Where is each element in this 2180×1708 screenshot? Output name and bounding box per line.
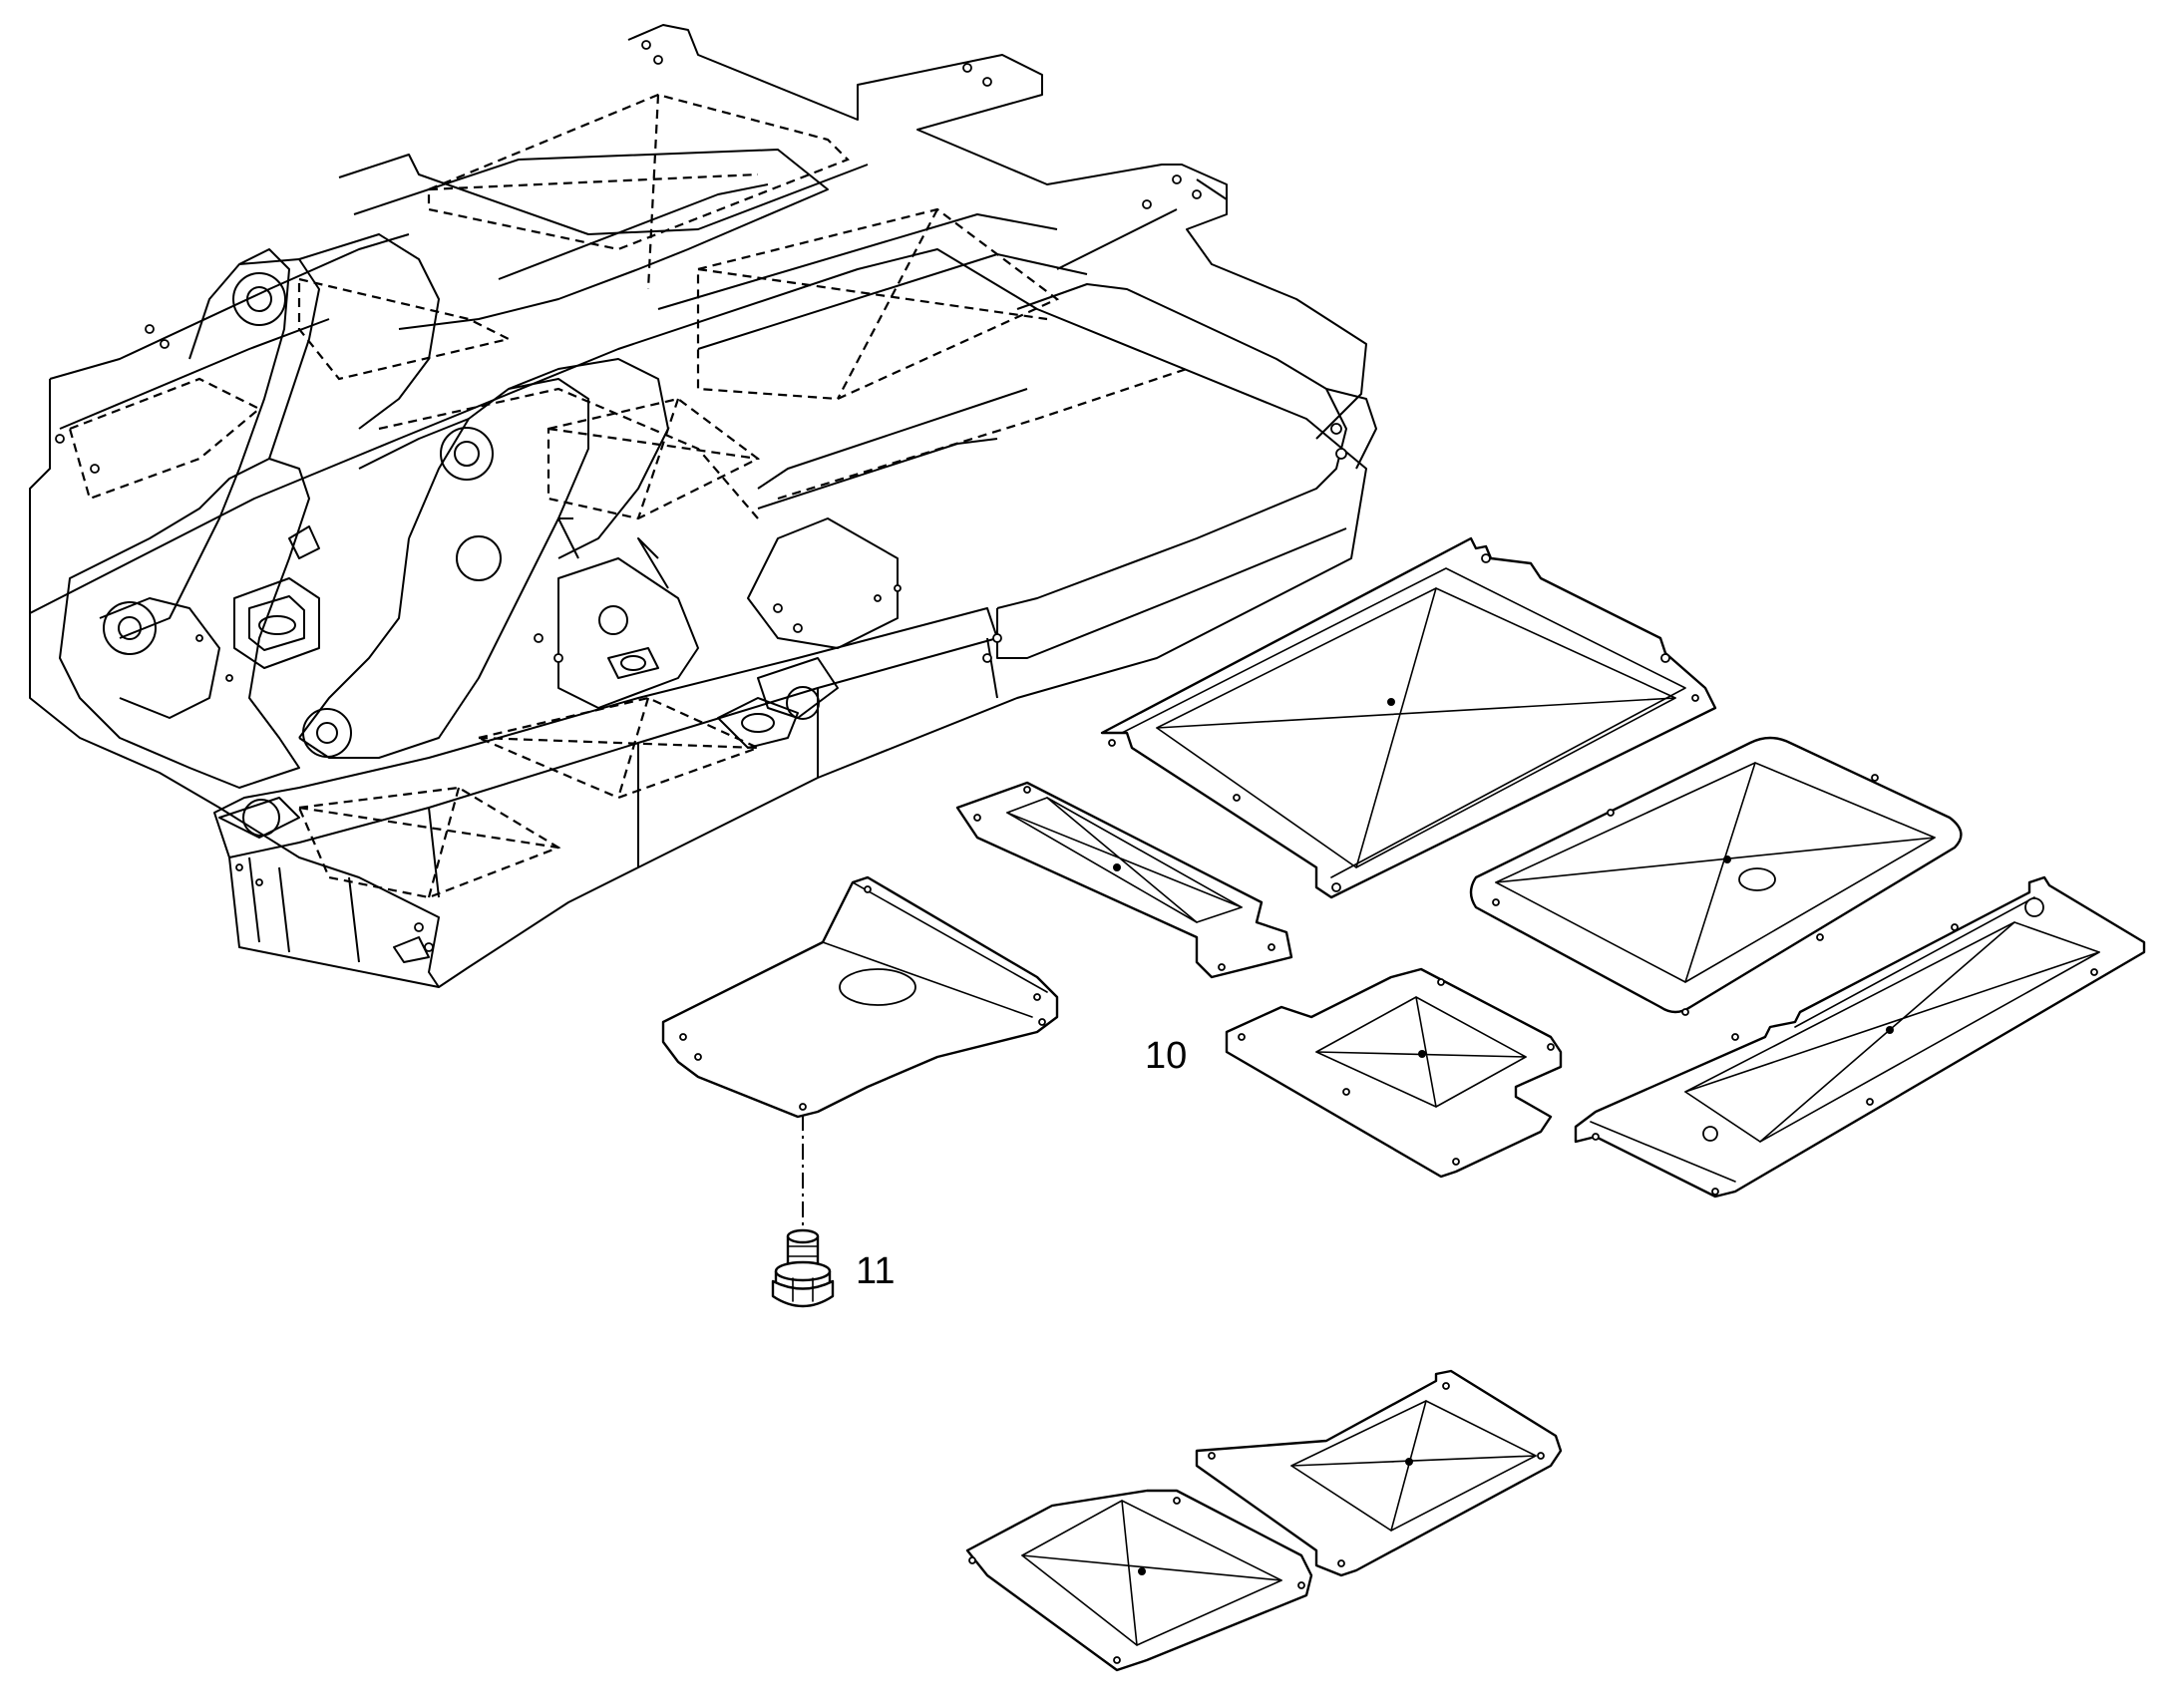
panel-long-strip [1574, 875, 2146, 1198]
panel-rounded-with-hole [1469, 736, 1963, 1016]
callout-label-10: 10 [1145, 1035, 1188, 1077]
panel-curved-cover [661, 875, 1059, 1119]
callout-label-11: 11 [856, 1250, 896, 1292]
panel-small-center [1225, 967, 1563, 1179]
flange-bolt-icon [771, 1228, 835, 1308]
frame-bolt-holes [55, 40, 1347, 952]
panel-bottom-right [1195, 1369, 1563, 1577]
panel-narrow-vented [955, 781, 1293, 979]
panel-bottom-left [965, 1489, 1313, 1672]
upper-frame-assembly [29, 24, 1377, 988]
panel-large-upper [1100, 536, 1717, 899]
